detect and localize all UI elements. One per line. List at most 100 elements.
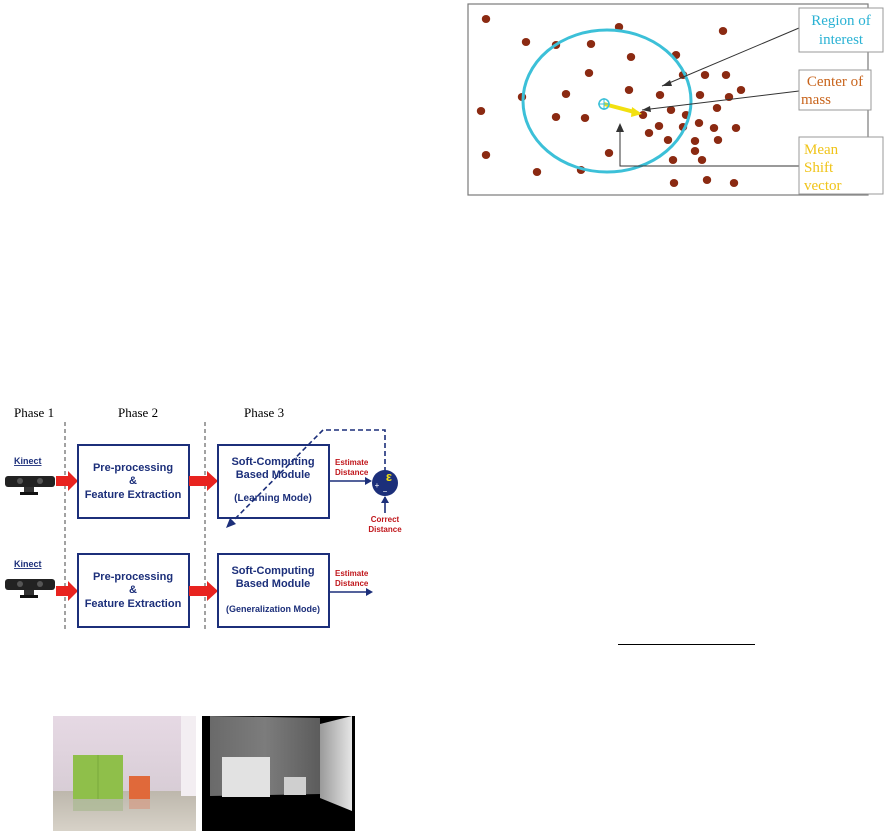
kinect-sensor-icon-top	[5, 476, 55, 495]
arrow-preprocess-to-module-top	[189, 471, 218, 491]
data-points	[476, 15, 746, 187]
center-pointer-line	[641, 90, 800, 111]
mean-label-line2: Shift	[804, 160, 834, 176]
estimate-arrowhead-bottom	[366, 588, 373, 596]
generalization-mode-label: (Generalization Mode)	[226, 604, 320, 614]
data-point	[666, 106, 676, 114]
epsilon-symbol: ε	[386, 469, 392, 484]
estimate-top-line1: Estimate	[335, 458, 369, 467]
estimate-bottom-line1: Estimate	[335, 569, 369, 578]
data-point	[669, 179, 679, 187]
arrow-kinect-to-preprocess-bottom	[56, 581, 78, 601]
kinect-label-top: Kinect	[14, 456, 42, 466]
region-label-line2: interest	[819, 32, 864, 48]
feedback-dashed-diagonal	[227, 429, 324, 527]
mean-label-line3: vector	[804, 178, 841, 194]
mean-pointer-line	[619, 125, 799, 167]
data-point	[690, 147, 700, 155]
data-point	[694, 119, 704, 127]
horizontal-rule	[618, 644, 755, 645]
preprocess-bottom-line2: &	[129, 584, 137, 596]
plus-sign: +	[375, 481, 380, 490]
preprocess-bottom-line1: Pre-processing	[93, 571, 173, 583]
data-point	[700, 71, 710, 79]
data-point	[721, 71, 731, 79]
data-point	[521, 38, 531, 46]
phase-1-title: Phase 1	[14, 405, 54, 420]
data-point	[626, 53, 636, 61]
data-point	[709, 124, 719, 132]
feedback-dashed-line	[323, 429, 386, 472]
depth-right-wall	[320, 716, 352, 811]
data-point	[586, 40, 596, 48]
phase-2-title: Phase 2	[118, 405, 158, 420]
kinect-sensor-icon-bottom	[5, 579, 55, 598]
data-point	[713, 136, 723, 144]
data-point	[481, 151, 491, 159]
data-point	[584, 69, 594, 77]
center-pointer-head	[642, 106, 651, 112]
estimate-bottom-line2: Distance	[335, 579, 369, 588]
region-of-interest-circle	[521, 28, 693, 174]
region-label-box	[798, 7, 884, 53]
data-point	[695, 91, 705, 99]
orange-box	[129, 776, 150, 799]
error-sum-node	[372, 470, 398, 496]
arrow-kinect-to-preprocess-top	[56, 471, 78, 491]
data-point	[604, 149, 614, 157]
data-point	[655, 91, 665, 99]
center-label-line1: Center of	[807, 74, 863, 90]
correct-distance-arrowhead	[381, 496, 389, 503]
data-point	[481, 15, 491, 23]
region-pointer-line	[661, 27, 800, 87]
data-point	[624, 86, 634, 94]
correct-line1: Correct	[371, 515, 400, 524]
door-edge	[181, 716, 196, 796]
soft-module-learning-box	[217, 444, 330, 519]
data-point	[551, 113, 561, 121]
orange-box-reflection	[129, 799, 150, 809]
data-point	[476, 107, 486, 115]
pipeline-diagram: Phase 1 Phase 2 Phase 3 Kinect Pre-proce…	[5, 405, 402, 632]
preprocess-top-line3: Feature Extraction	[85, 489, 182, 501]
data-point	[702, 176, 712, 184]
rgb-scene-photo	[53, 716, 196, 831]
data-point	[729, 179, 739, 187]
data-point	[663, 136, 673, 144]
data-point	[580, 114, 590, 122]
mean-label-box	[798, 136, 884, 195]
soft-module-learning-line1: Soft-Computing	[231, 456, 314, 468]
correct-line2: Distance	[368, 525, 402, 534]
estimate-arrowhead-top	[365, 477, 372, 485]
phase-3-title: Phase 3	[244, 405, 284, 420]
preprocess-top-line1: Pre-processing	[93, 462, 173, 474]
minus-sign: −	[383, 487, 388, 496]
soft-module-generalization-line2: Based Module	[236, 578, 311, 590]
data-point	[644, 129, 654, 137]
mean-label-line1: Mean	[804, 142, 839, 158]
region-pointer-head	[662, 80, 672, 86]
green-box-reflection	[73, 799, 123, 811]
arrow-preprocess-to-module-bottom	[189, 581, 218, 601]
region-label-line1: Region of	[811, 13, 871, 29]
data-point	[718, 27, 728, 35]
kinect-label-bottom: Kinect	[14, 559, 42, 569]
depth-large-box	[222, 757, 270, 797]
data-point	[731, 124, 741, 132]
learning-mode-label: (Learning Mode)	[234, 493, 312, 504]
data-point	[532, 168, 542, 176]
mean-pointer-head	[616, 123, 624, 132]
feedback-arrowhead	[226, 518, 236, 528]
depth-map-photo	[202, 716, 355, 831]
data-point	[638, 111, 648, 119]
data-point	[697, 156, 707, 164]
mean-shift-diagram: Region of interest Center of mass Mean S…	[467, 3, 884, 196]
data-point	[736, 86, 746, 94]
soft-module-generalization-box	[217, 553, 330, 628]
preprocess-top-line2: &	[129, 475, 137, 487]
center-label-box	[798, 69, 872, 111]
preprocess-box-bottom	[77, 553, 190, 628]
preprocess-bottom-line3: Feature Extraction	[85, 598, 182, 610]
data-point	[561, 90, 571, 98]
soft-module-generalization-line1: Soft-Computing	[231, 565, 314, 577]
